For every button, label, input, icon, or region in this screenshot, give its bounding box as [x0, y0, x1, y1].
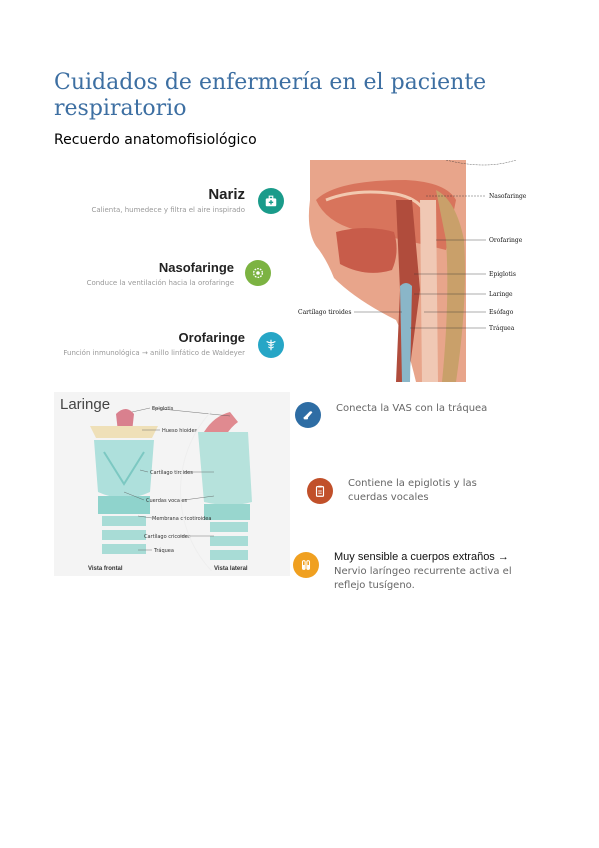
label-laringe: Laringe [489, 291, 513, 298]
clipboard-icon [307, 478, 333, 504]
atom-gear-icon [245, 260, 271, 286]
larynx-heading: Laringe [60, 396, 110, 413]
larynx-fact-3-text: Nervio laríngeo recurrente activa el ref… [334, 566, 512, 591]
label-membrana-cricotiroidea: Membrana cricotiroidea [152, 516, 211, 522]
larynx-fact-3-strong: Muy sensible a cuerpos extraños → [334, 551, 509, 563]
head-sagittal-illustration: Nasofaringe Orofaringe Epiglotis Laringe… [296, 160, 536, 382]
label-traquea: Tráquea [489, 325, 515, 332]
vials-icon [293, 552, 319, 578]
airway-item-description: Función inmunológica → anillo linfático … [63, 349, 245, 357]
airway-item-title: Orofaringe [178, 330, 245, 345]
label-epiglotis: Epiglotis [152, 406, 174, 412]
document-subtitle: Recuerdo anatomofisiológico [54, 132, 257, 148]
airway-item-nasofaringe: Nasofaringe Conduce la ventilación hacia… [60, 260, 234, 287]
caduceus-icon [258, 332, 284, 358]
airway-item-title: Nasofaringe [158, 260, 234, 275]
airway-item-title: Nariz [208, 186, 245, 203]
larynx-fact-1: Conecta la VAS con la tráquea [336, 403, 488, 414]
label-cuerdas-vocales: Cuerdas vocales [146, 498, 187, 504]
label-esofago: Esófago [489, 309, 514, 316]
document-title: Cuidados de enfermería en el paciente re… [54, 70, 487, 121]
airway-item-description: Calienta, humedece y filtra el aire insp… [91, 206, 245, 214]
decorative-arc [180, 380, 382, 602]
airway-item-orofaringe: Orofaringe Función inmunológica → anillo… [30, 330, 245, 357]
label-epiglotis: Epiglotis [489, 271, 516, 278]
airway-item-nariz: Nariz Calienta, humedece y filtra el air… [60, 186, 245, 214]
larynx-fact-2: Contiene la epiglotis y las cuerdas voca… [348, 478, 477, 503]
label-traquea: Tráquea [153, 547, 174, 554]
airway-item-description: Conduce la ventilación hacia la orofarin… [86, 279, 234, 287]
label-nasofaringe: Nasofaringe [489, 193, 527, 200]
label-hueso-hioides: Hueso hioides [162, 428, 198, 434]
label-cartilago-tiroides: Cartílago tiroides [298, 309, 351, 316]
caption-vista-frontal: Vista frontal [88, 566, 123, 572]
label-orofaringe: Orofaringe [489, 237, 523, 244]
label-cartilago-tiroides: Cartílago tiroides [150, 469, 193, 476]
larynx-fact-3: Muy sensible a cuerpos extraños → Nervio… [334, 550, 524, 593]
inhaler-icon [295, 402, 321, 428]
first-aid-kit-icon [258, 188, 284, 214]
label-cartilago-cricoides: Cartílago cricoides [144, 533, 191, 540]
